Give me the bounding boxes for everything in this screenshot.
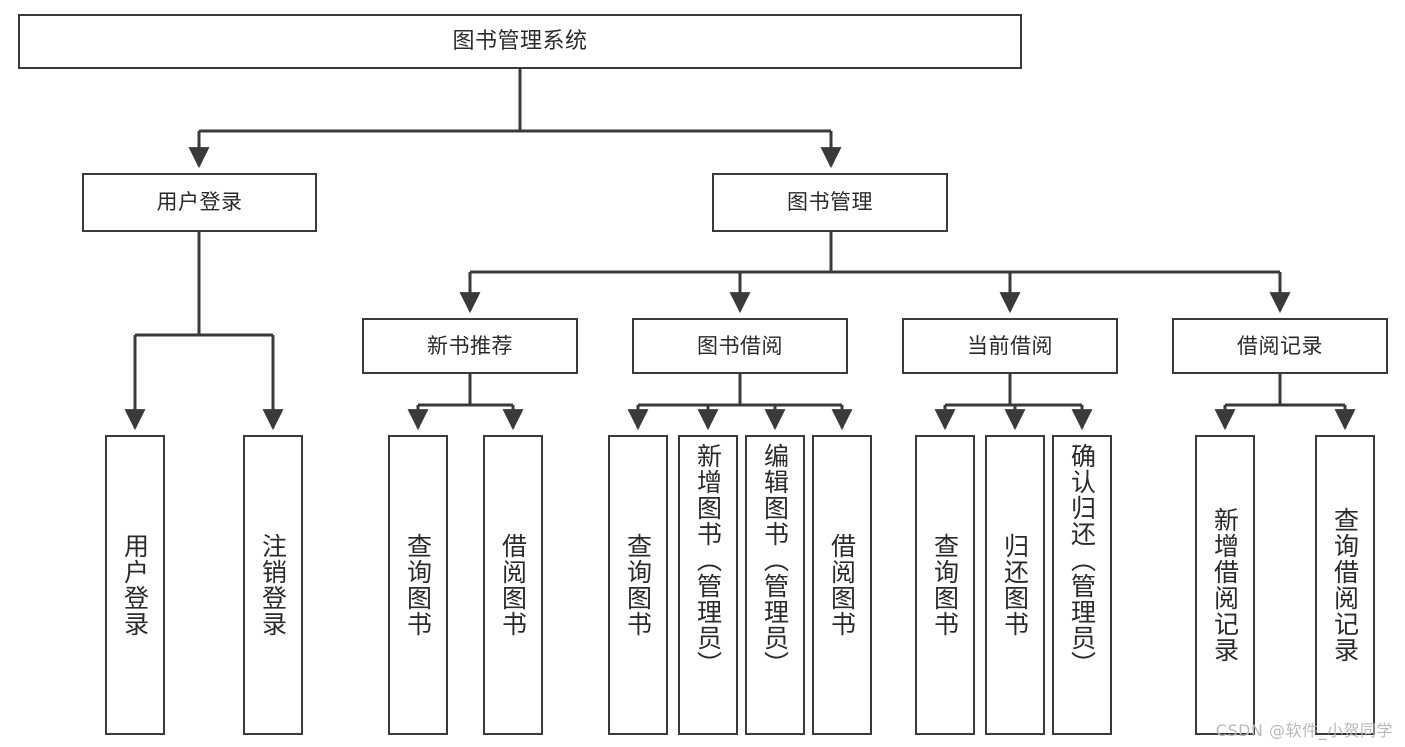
leaf-confirm-return-admin[interactable]: 确认归还（管理员） [1052, 435, 1112, 735]
node-book-management[interactable]: 图书管理 [712, 173, 948, 232]
leaf-query-book-borrow[interactable]: 查询图书 [608, 435, 668, 735]
csdn-watermark: CSDN @软件_小贺同学 [1215, 721, 1393, 740]
leaf-query-book-current[interactable]: 查询图书 [915, 435, 975, 735]
leaf-query-borrow-record[interactable]: 查询借阅记录 [1315, 435, 1375, 735]
node-user-login-label: 用户登录 [156, 190, 243, 215]
leaf-borrow-book[interactable]: 借阅图书 [812, 435, 872, 735]
node-book-management-label: 图书管理 [787, 190, 873, 215]
leaf-user-login[interactable]: 用户登录 [105, 435, 165, 735]
leaf-query-book-current-label: 查询图书 [930, 533, 960, 637]
leaf-add-book-admin-label: 新增图书（管理员） [693, 443, 723, 677]
leaf-query-borrow-record-label: 查询借阅记录 [1330, 507, 1360, 663]
node-new-book-recommend[interactable]: 新书推荐 [362, 318, 578, 374]
leaf-query-book-borrow-label: 查询图书 [623, 533, 653, 637]
leaf-edit-book-admin-label: 编辑图书（管理员） [760, 443, 790, 677]
leaf-borrow-book-newbook-label: 借阅图书 [498, 533, 528, 637]
leaf-return-book-label: 归还图书 [1000, 533, 1030, 637]
leaf-logout-label: 注销登录 [258, 533, 288, 637]
node-book-borrow[interactable]: 图书借阅 [632, 318, 848, 374]
node-borrow-records-label: 借阅记录 [1237, 333, 1323, 358]
leaf-confirm-return-admin-label: 确认归还（管理员） [1067, 443, 1097, 677]
leaf-query-book-newbook-label: 查询图书 [403, 533, 433, 637]
leaf-return-book[interactable]: 归还图书 [985, 435, 1045, 735]
node-user-login[interactable]: 用户登录 [82, 173, 317, 232]
leaf-add-borrow-record-label: 新增借阅记录 [1210, 507, 1240, 663]
leaf-add-book-admin[interactable]: 新增图书（管理员） [678, 435, 738, 735]
node-book-borrow-label: 图书借阅 [697, 333, 783, 358]
leaf-user-login-label: 用户登录 [120, 533, 150, 637]
leaf-borrow-book-label: 借阅图书 [827, 533, 857, 637]
node-current-borrow[interactable]: 当前借阅 [902, 318, 1118, 374]
leaf-logout[interactable]: 注销登录 [243, 435, 303, 735]
node-borrow-records[interactable]: 借阅记录 [1172, 318, 1388, 374]
node-root[interactable]: 图书管理系统 [18, 14, 1022, 69]
leaf-add-borrow-record[interactable]: 新增借阅记录 [1195, 435, 1255, 735]
leaf-borrow-book-newbook[interactable]: 借阅图书 [483, 435, 543, 735]
leaf-edit-book-admin[interactable]: 编辑图书（管理员） [745, 435, 805, 735]
node-root-label: 图书管理系统 [452, 28, 588, 54]
node-current-borrow-label: 当前借阅 [967, 333, 1053, 358]
node-new-book-recommend-label: 新书推荐 [427, 333, 513, 358]
leaf-query-book-newbook[interactable]: 查询图书 [388, 435, 448, 735]
